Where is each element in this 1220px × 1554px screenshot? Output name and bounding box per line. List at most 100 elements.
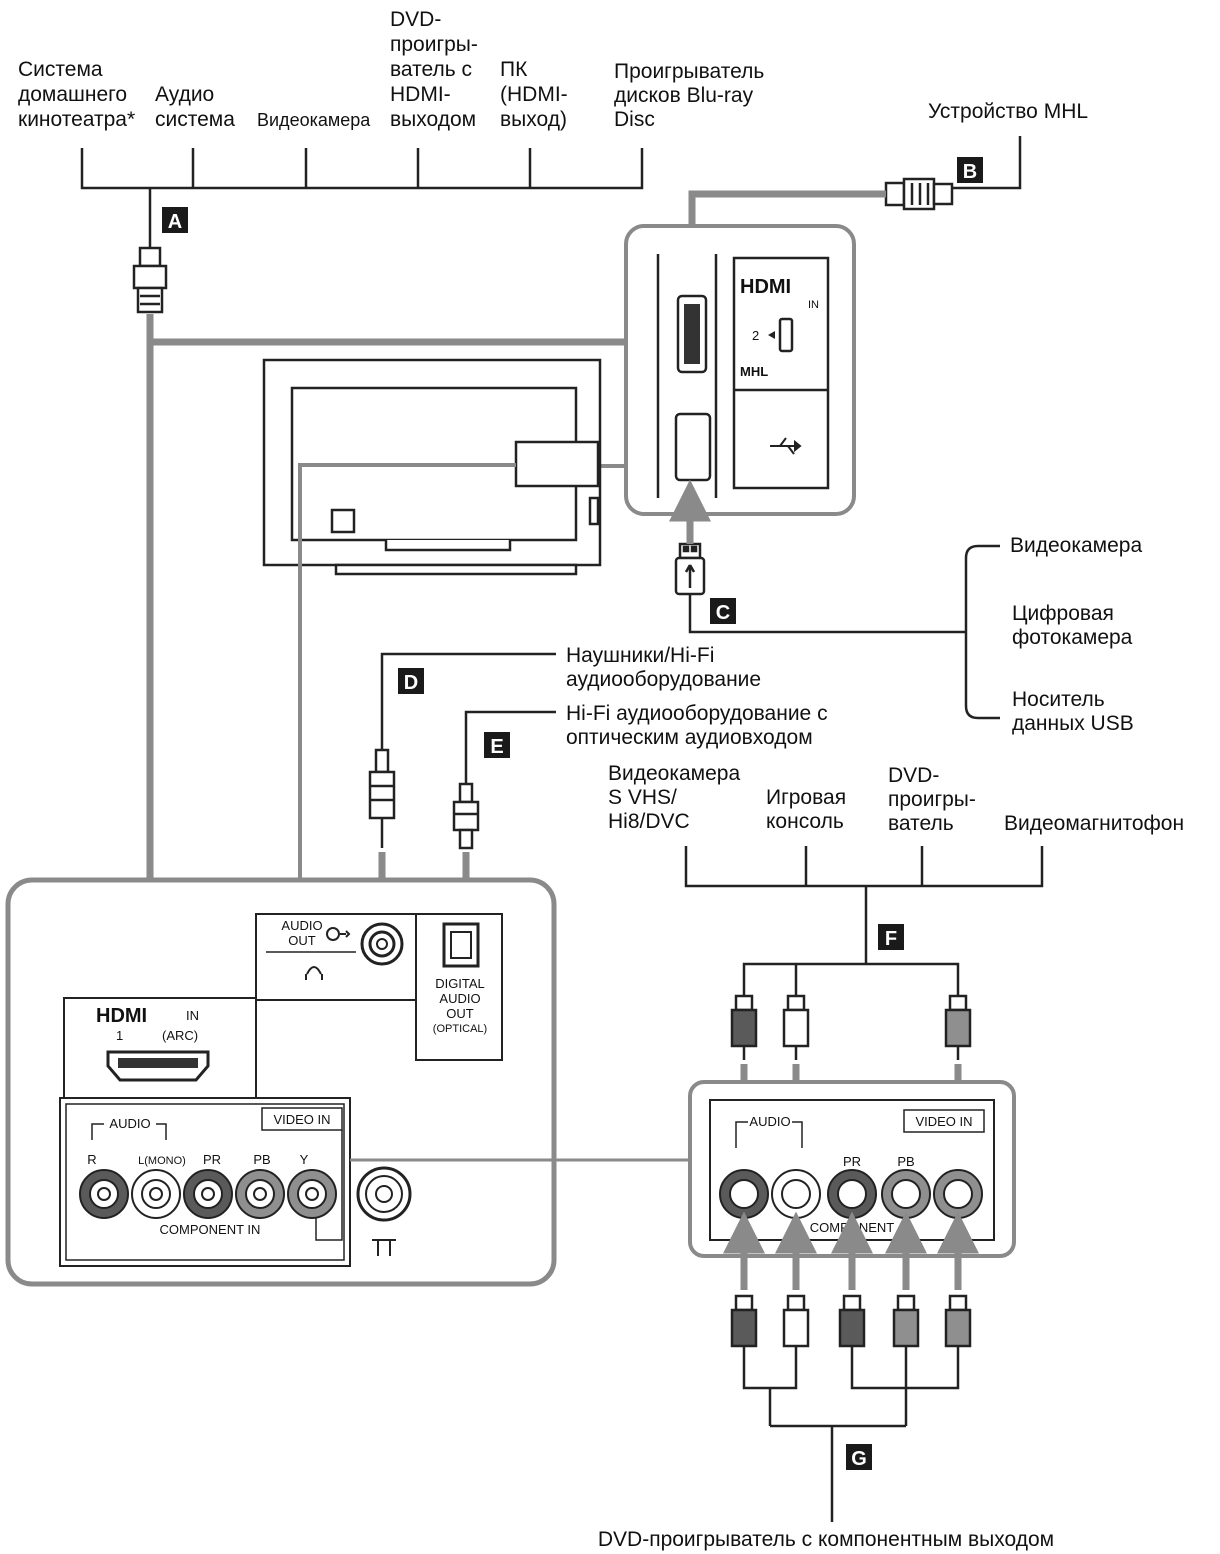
svg-text:(OPTICAL): (OPTICAL) — [433, 1023, 487, 1035]
headphone-symbol-icon — [305, 927, 351, 980]
rear-hdmi-port[interactable] — [106, 1050, 210, 1082]
rear-antenna-jack[interactable] — [356, 1166, 412, 1222]
svg-text:AUDIO: AUDIO — [109, 1116, 150, 1131]
svg-text:E: E — [490, 736, 503, 758]
badge-b: B — [957, 157, 983, 183]
zoom-jack-l[interactable] — [771, 1169, 821, 1219]
hdmi-plug-a-icon — [132, 246, 168, 314]
zoom-jack-r[interactable] — [719, 1169, 769, 1219]
label-dvd-player: DVD-проигры-ватель — [888, 764, 976, 835]
mhl-bracket — [950, 136, 1022, 190]
svg-text:1: 1 — [116, 1028, 123, 1043]
label-component-dvd: DVD-проигрыватель с компонентным выходом — [598, 1528, 1054, 1551]
label-mhl-device: Устройство MHL — [928, 100, 1088, 123]
optical-line — [464, 710, 556, 784]
zoom-jack-pr[interactable] — [827, 1169, 877, 1219]
optical-plug-icon — [452, 782, 480, 850]
svg-text:Видеокамера: Видеокамера — [257, 110, 371, 130]
svg-text:VIDEO IN: VIDEO IN — [915, 1114, 972, 1129]
rear-jack-pr[interactable] — [183, 1169, 233, 1219]
rear-jack-pb[interactable] — [235, 1169, 285, 1219]
top-devices-bracket — [80, 148, 644, 250]
zoom-jack-y[interactable] — [933, 1169, 983, 1219]
label-vcr: Видеомагнитофон — [1004, 812, 1184, 835]
headphone-plug-icon — [368, 748, 396, 848]
svg-text:L(MONO): L(MONO) — [138, 1155, 186, 1167]
svg-text:PR: PR — [843, 1154, 861, 1169]
badge-g: G — [846, 1444, 872, 1470]
svg-text:IN: IN — [186, 1008, 199, 1023]
rear-jack-l[interactable] — [131, 1169, 181, 1219]
rear-audio-out-jack[interactable] — [360, 922, 404, 966]
svg-text:PR: PR — [203, 1152, 221, 1167]
composite-devices-bracket — [684, 846, 1044, 996]
side-hdmi-port[interactable] — [676, 294, 708, 374]
svg-text:Устройство MHL: Устройство MHL — [928, 100, 1088, 123]
side-hdmi-logo: HDMI IN 2 MHL — [740, 276, 819, 379]
side-usb-port[interactable] — [674, 412, 712, 482]
svg-text:R: R — [87, 1152, 96, 1167]
svg-text:PB: PB — [897, 1154, 914, 1169]
badge-d: D — [398, 668, 424, 694]
svg-text:DVD-проигры-ватель: DVD-проигры-ватель — [888, 764, 976, 835]
rear-optical-port[interactable] — [442, 922, 480, 968]
svg-text:(ARC): (ARC) — [162, 1028, 198, 1043]
svg-text:F: F — [885, 928, 897, 950]
rear-jack-y[interactable] — [287, 1169, 337, 1219]
antenna-symbol-icon — [372, 1239, 396, 1256]
svg-text:C: C — [716, 602, 730, 624]
svg-text:VIDEO IN: VIDEO IN — [273, 1112, 330, 1127]
svg-text:Видеомагнитофон: Видеомагнитофон — [1004, 812, 1184, 835]
svg-text:G: G — [851, 1448, 867, 1470]
label-usb-camcorder: Видеокамера — [1010, 534, 1142, 557]
label-camcorder-top: Видеокамера — [257, 110, 371, 130]
rear-hdmi-label: HDMI IN 1 (ARC) — [96, 1005, 199, 1043]
badge-e: E — [484, 732, 510, 758]
svg-text:HDMI: HDMI — [740, 276, 791, 298]
mhl-plug-icon — [884, 177, 954, 211]
svg-text:PB: PB — [253, 1152, 270, 1167]
cable-c — [669, 479, 966, 634]
zoom-jack-pb[interactable] — [881, 1169, 931, 1219]
headphones-line — [380, 652, 556, 750]
svg-text:A: A — [168, 211, 182, 233]
rca-plugs-f-icon — [730, 994, 972, 1060]
rca-plugs-g-icon — [730, 1294, 972, 1360]
usb-symbol-icon — [770, 437, 802, 455]
svg-text:D: D — [404, 672, 418, 694]
label-pc-hdmi: ПК(HDMI-выход) — [500, 58, 568, 131]
rear-component-labels: AUDIO VIDEO IN R L(MONO) PR PB Y COMPONE… — [87, 1107, 343, 1241]
badge-c: C — [710, 598, 736, 624]
usb-devices-bracket — [964, 544, 1000, 720]
badge-f: F — [878, 924, 904, 950]
rear-jack-r[interactable] — [79, 1169, 129, 1219]
svg-text:HDMI: HDMI — [96, 1005, 147, 1027]
svg-text:Y: Y — [300, 1152, 309, 1167]
usb-plug-icon — [674, 542, 706, 596]
tv-rear-connector — [298, 463, 516, 880]
svg-text:2: 2 — [752, 328, 759, 343]
badge-a: A — [162, 207, 188, 233]
svg-text:AUDIO: AUDIO — [749, 1114, 790, 1129]
